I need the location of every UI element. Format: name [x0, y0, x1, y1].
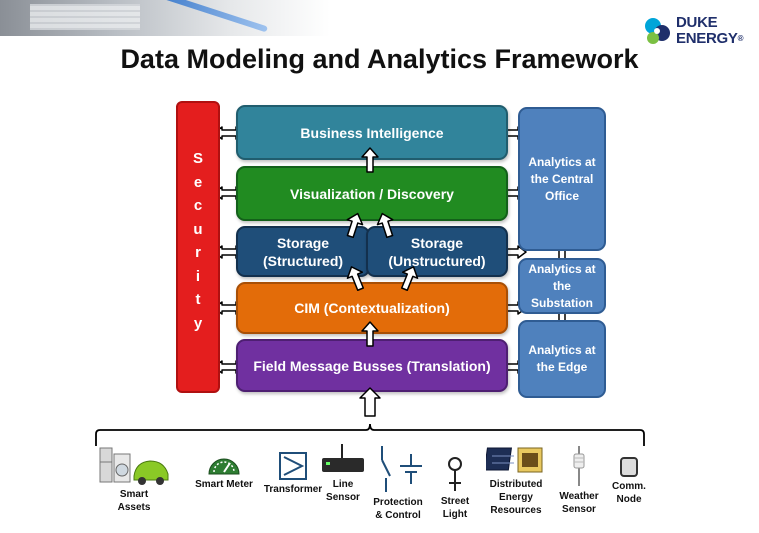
duke-energy-logo-text: DUKE ENERGY®: [676, 15, 756, 47]
security-letter: y: [193, 314, 203, 332]
device-comm-node: Comm. Node: [606, 456, 652, 506]
device-street-light: Street Light: [434, 455, 476, 521]
device-transformer: Transformer: [262, 451, 324, 496]
field-message-busses-box: Field Message Busses (Translation): [236, 339, 508, 392]
logo-line-duke: DUKE: [676, 14, 718, 31]
analytics-edge-line: the Edge: [536, 360, 588, 374]
device-label-line: Smart: [119, 489, 149, 500]
device-line-sensor: Line Sensor: [318, 442, 368, 504]
header-banner-image: [0, 0, 330, 36]
analytics-substation-box: Analytics at the Substation: [518, 258, 606, 314]
analytics-substation-line: Substation: [530, 295, 593, 310]
security-column: S e c u r i t y: [176, 101, 220, 393]
analytics-edge-box: Analytics at the Edge: [518, 320, 606, 398]
protection-control-icon: [381, 446, 422, 492]
analytics-central-line: Analytics at: [528, 154, 596, 169]
device-label-line: Light: [442, 509, 468, 520]
device-label-line: Distributed: [489, 479, 543, 490]
business-intelligence-label: Business Intelligence: [300, 124, 444, 141]
security-label: S e c u r i t y: [178, 147, 218, 335]
analytics-substation-line: the: [552, 278, 571, 293]
field-message-busses-label: Field Message Busses (Translation): [253, 357, 491, 374]
storage-structured-line2: (Structured): [262, 252, 344, 269]
visualization-discovery-label: Visualization / Discovery: [290, 185, 454, 202]
comm-node-icon: [620, 457, 638, 477]
analytics-central-office-label: Analytics at the Central Office: [528, 154, 595, 205]
smart-assets-icon: [99, 447, 169, 485]
logo-line-energy: ENERGY: [676, 30, 738, 47]
device-label-line: Assets: [117, 502, 151, 513]
analytics-central-line: Office: [544, 188, 579, 203]
device-smart-assets: Smart Assets: [98, 446, 170, 514]
device-label-line: & Control: [375, 510, 421, 521]
distributed-energy-icon: [486, 447, 543, 473]
storage-unstructured-label: Storage (Unstructured): [388, 234, 485, 270]
transformer-icon: [279, 452, 307, 480]
storage-structured-line1: Storage: [276, 234, 330, 251]
storage-unstructured-box: Storage (Unstructured): [366, 226, 508, 277]
logo-registered-mark: ®: [737, 34, 744, 43]
cim-contextualization-box: CIM (Contextualization): [236, 282, 508, 334]
line-sensor-icon: [322, 444, 364, 472]
device-label-line: Resources: [490, 505, 542, 516]
visualization-discovery-box: Visualization / Discovery: [236, 166, 508, 221]
page-title: Data Modeling and Analytics Framework: [120, 44, 639, 74]
analytics-edge-label: Analytics at the Edge: [528, 342, 595, 376]
duke-energy-logo: DUKE ENERGY®: [640, 14, 752, 50]
analytics-substation-label: Analytics at the Substation: [528, 261, 595, 312]
smart-meter-icon: [208, 458, 240, 475]
security-letter: c: [193, 197, 203, 214]
weather-sensor-icon: [573, 446, 585, 486]
security-letter: e: [193, 173, 203, 191]
device-smart-meter: Smart Meter: [190, 452, 258, 491]
security-letter: r: [195, 244, 201, 261]
devices-to-fmb-arrow: [359, 387, 381, 417]
device-label-line: Street: [440, 496, 470, 507]
analytics-central-office-box: Analytics at the Central Office: [518, 107, 606, 251]
analytics-central-line: the Central: [530, 171, 594, 186]
device-label-line: Line: [332, 479, 354, 490]
device-label-line: Smart Meter: [195, 479, 253, 490]
device-label-line: Transformer: [263, 484, 323, 495]
street-light-icon: [448, 457, 462, 491]
storage-structured-label: Storage (Structured): [263, 234, 343, 270]
device-label-line: Weather: [559, 491, 599, 502]
security-letter: i: [195, 267, 201, 285]
device-distributed-energy-resources: Distributed Energy Resources: [480, 444, 552, 517]
security-letter: t: [195, 291, 201, 308]
analytics-edge-line: Analytics at: [528, 343, 596, 357]
analytics-substation-line: Analytics at: [528, 261, 596, 276]
cim-label: CIM (Contextualization): [294, 300, 450, 316]
device-label-line: Sensor: [562, 504, 596, 515]
storage-unstructured-line2: (Unstructured): [388, 252, 486, 269]
storage-structured-box: Storage (Structured): [236, 226, 370, 277]
duke-energy-logo-mark-icon: [645, 18, 670, 44]
device-label-line: Protection: [373, 497, 423, 508]
device-weather-sensor: Weather Sensor: [554, 444, 604, 516]
device-label-line: Comm.: [612, 481, 646, 492]
banner-pen: [152, 0, 268, 33]
storage-unstructured-line1: Storage: [410, 234, 464, 251]
devices-bracket: [95, 423, 645, 446]
device-label-line: Energy: [499, 492, 533, 503]
security-letter: u: [193, 220, 203, 238]
security-letter: S: [192, 150, 203, 167]
device-label-line: Node: [616, 494, 642, 505]
device-protection-control: Protection & Control: [370, 444, 426, 522]
banner-paper: [30, 4, 140, 30]
device-label-line: Sensor: [326, 492, 360, 503]
business-intelligence-box: Business Intelligence: [236, 105, 508, 160]
